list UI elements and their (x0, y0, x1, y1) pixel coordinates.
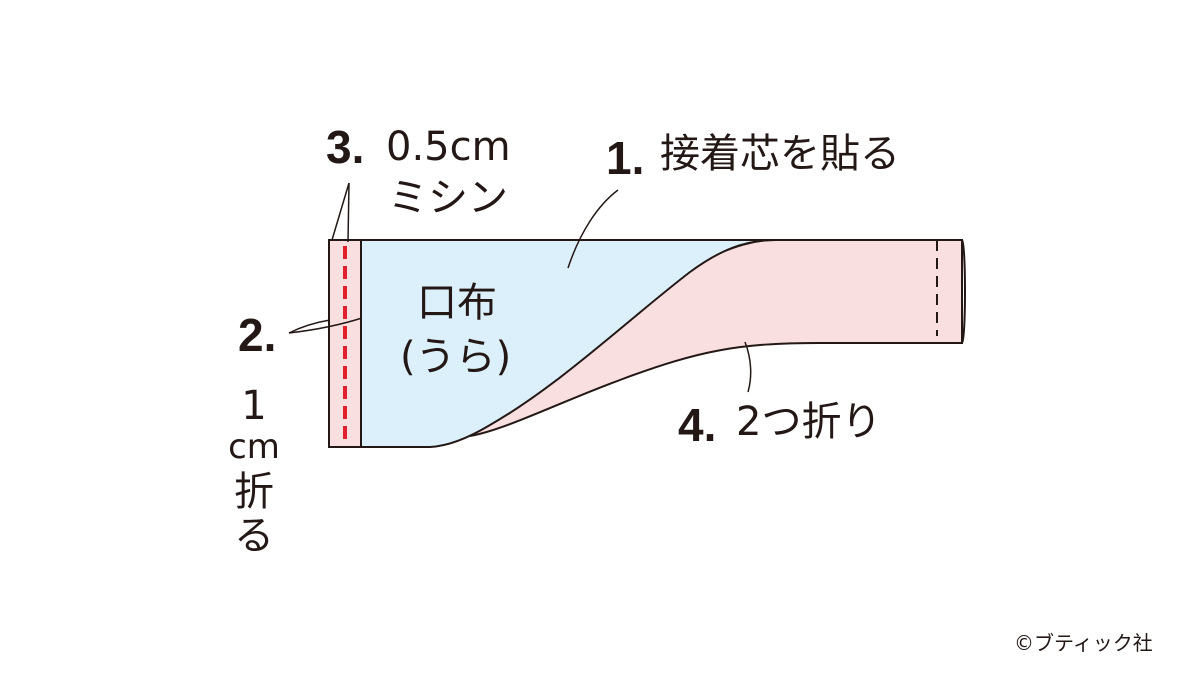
step3-number: 3. (326, 121, 365, 173)
leader-step3a (331, 182, 350, 241)
cloth-name: 口布 (417, 280, 497, 326)
step1-text: 接着芯を貼る (660, 131, 900, 177)
copyright-text: ©ブティック社 (1014, 631, 1153, 655)
step2-text-1: 1 (241, 383, 267, 429)
step2-number: 2. (238, 309, 277, 361)
leader-step4 (744, 341, 752, 393)
step2-text-2: cm (228, 427, 280, 467)
leader-step2a (288, 319, 331, 334)
cloth-side: (うら) (400, 334, 512, 380)
leader-step2b (288, 317, 363, 334)
interfacing-blue (360, 239, 776, 448)
step2-text-3: 折 (234, 469, 274, 515)
fabric-right-edge (961, 239, 966, 344)
leader-step3b (347, 182, 350, 243)
step3-text-stitch: ミシン (388, 175, 508, 221)
step4-text: 2つ折り (736, 399, 882, 445)
step3-text-size: 0.5cm (386, 124, 511, 170)
step1-number: 1. (606, 132, 645, 184)
step2-text-4: る (234, 513, 274, 559)
step4-number: 4. (678, 399, 717, 451)
leader-step1 (567, 189, 619, 269)
